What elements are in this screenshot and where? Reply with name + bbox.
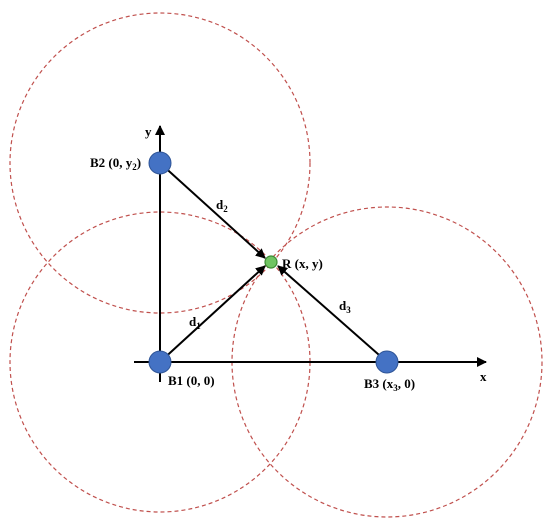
label-b3: B3 (x3, 0): [364, 376, 415, 393]
label-d1: d1: [189, 314, 201, 331]
receiver-r: [264, 255, 278, 269]
label-d3: d3: [339, 298, 351, 315]
distance-arrow-d1: [159, 265, 266, 363]
distance-arrow-d2: [159, 162, 266, 259]
label-b1: B1 (0, 0): [168, 373, 215, 388]
label-b2: B2 (0, y2): [90, 155, 141, 172]
range-circle-b2: [9, 12, 311, 314]
distance-arrow-d3: [277, 265, 388, 363]
y-axis-label: y: [145, 124, 152, 139]
beacon-b2: [148, 151, 172, 175]
label-r: R (x, y): [282, 256, 323, 271]
beacon-b3: [375, 350, 399, 374]
x-axis-label: x: [480, 369, 487, 384]
beacon-b1: [148, 350, 172, 374]
label-d2: d2: [216, 197, 228, 214]
